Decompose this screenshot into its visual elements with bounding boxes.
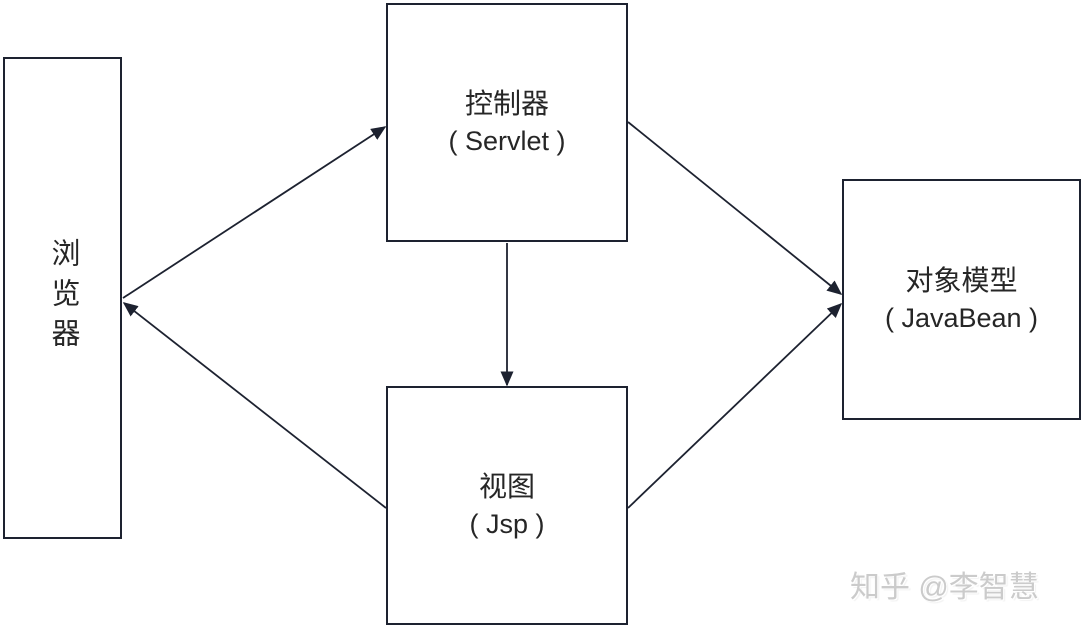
node-model-subtitle: ( JavaBean ) [884,303,1039,333]
arrow-browser-to-controller [122,126,387,299]
node-browser: 浏览器 [3,57,122,539]
node-model-label: 对象模型 ( JavaBean ) [885,262,1038,337]
zhihu-watermark: 知乎 @李智慧 [850,571,1039,604]
node-controller-subtitle: ( Servlet ) [448,126,566,156]
node-model: 对象模型 ( JavaBean ) [842,179,1081,420]
node-view-label: 视图 ( Jsp ) [469,468,544,543]
node-controller-title: 控制器 [464,88,549,119]
node-view-title: 视图 [478,471,535,502]
node-view: 视图 ( Jsp ) [386,386,628,625]
node-view-subtitle: ( Jsp ) [469,509,545,539]
node-controller-label: 控制器 ( Servlet ) [448,85,565,160]
arrow-view-to-browser [122,302,387,509]
arrow-view-to-model [627,302,843,509]
node-model-title: 对象模型 [905,265,1018,296]
node-browser-label: 浏览器 [47,238,79,358]
node-controller: 控制器 ( Servlet ) [386,3,628,242]
arrow-controller-to-model [627,121,843,295]
